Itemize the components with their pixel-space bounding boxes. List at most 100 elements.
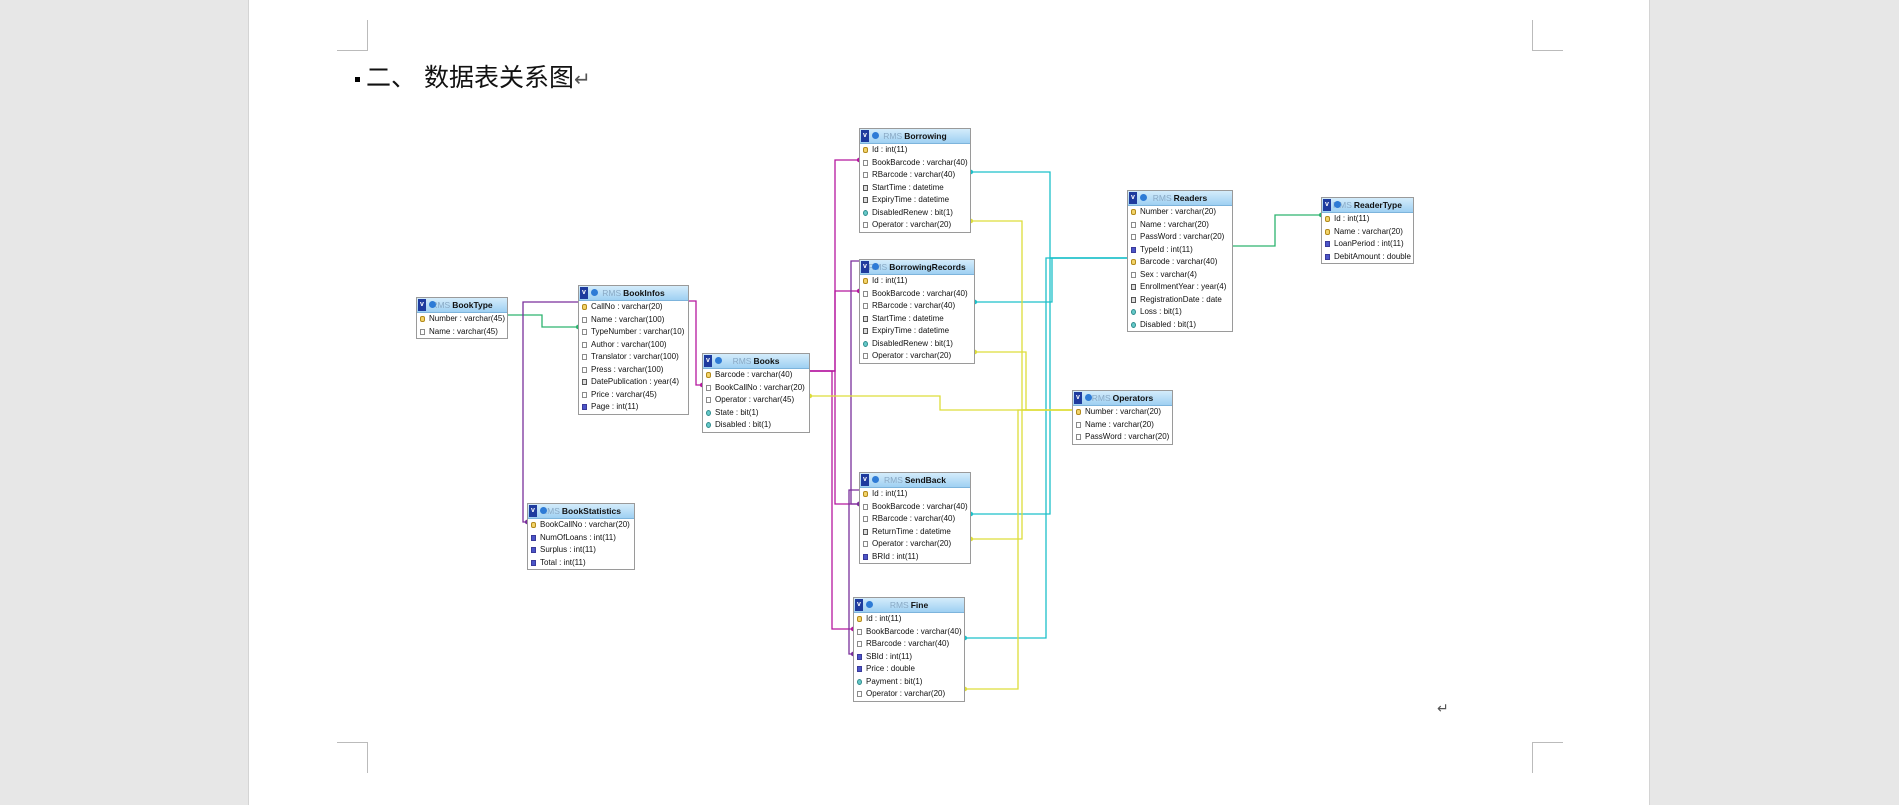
collapse-toggle-icon[interactable]: v <box>1129 192 1137 204</box>
table-field[interactable]: Author : varchar(100) <box>579 339 688 352</box>
table-field[interactable]: DatePublication : year(4) <box>579 376 688 389</box>
collapse-toggle-icon[interactable]: v <box>861 474 869 486</box>
table-field[interactable]: Id : int(11) <box>1322 213 1413 226</box>
collapse-toggle-icon[interactable]: v <box>704 355 712 367</box>
table-field[interactable]: Number : varchar(20) <box>1073 406 1172 419</box>
table-field[interactable]: Translator : varchar(100) <box>579 351 688 364</box>
table-field[interactable]: Surplus : int(11) <box>528 544 634 557</box>
table-field[interactable]: ExpiryTime : datetime <box>860 194 970 207</box>
table-field[interactable]: Disabled : bit(1) <box>703 419 809 432</box>
table-field[interactable]: ReturnTime : datetime <box>860 526 970 539</box>
table-field[interactable]: Name : varchar(20) <box>1073 419 1172 432</box>
table-field[interactable]: Id : int(11) <box>854 613 964 626</box>
table-field[interactable]: Name : varchar(100) <box>579 314 688 327</box>
table-field[interactable]: Sex : varchar(4) <box>1128 269 1232 282</box>
table-field[interactable]: Total : int(11) <box>528 557 634 570</box>
table-field[interactable]: NumOfLoans : int(11) <box>528 532 634 545</box>
collapse-toggle-icon[interactable]: v <box>861 130 869 142</box>
text-column-icon <box>582 354 587 361</box>
table-field[interactable]: Page : int(11) <box>579 401 688 414</box>
table-field[interactable]: Operator : varchar(20) <box>860 219 970 232</box>
table-field[interactable]: Loss : bit(1) <box>1128 306 1232 319</box>
table-field[interactable]: BookBarcode : varchar(40) <box>860 501 970 514</box>
collapse-toggle-icon[interactable]: v <box>580 287 588 299</box>
table-field[interactable]: BookCallNo : varchar(20) <box>528 519 634 532</box>
collapse-toggle-icon[interactable]: v <box>861 261 869 273</box>
table-field[interactable]: BookBarcode : varchar(40) <box>860 157 970 170</box>
table-field[interactable]: Press : varchar(100) <box>579 364 688 377</box>
table-field[interactable]: TypeNumber : varchar(10) <box>579 326 688 339</box>
table-field[interactable]: StartTime : datetime <box>860 313 974 326</box>
table-field[interactable]: BookBarcode : varchar(40) <box>854 626 964 639</box>
collapse-toggle-icon[interactable]: v <box>855 599 863 611</box>
table-field[interactable]: PassWord : varchar(20) <box>1073 431 1172 444</box>
table-field[interactable]: RegistrationDate : date <box>1128 294 1232 307</box>
table-field[interactable]: Barcode : varchar(40) <box>703 369 809 382</box>
table-field[interactable]: Barcode : varchar(40) <box>1128 256 1232 269</box>
table-field[interactable]: EnrollmentYear : year(4) <box>1128 281 1232 294</box>
table-field[interactable]: Payment : bit(1) <box>854 676 964 689</box>
section-heading[interactable]: 二、 数据表关系图↵ <box>355 58 591 94</box>
table-field[interactable]: Operator : varchar(20) <box>854 688 964 701</box>
table-field[interactable]: RBarcode : varchar(40) <box>860 513 970 526</box>
table-field[interactable]: BookCallNo : varchar(20) <box>703 382 809 395</box>
table-field[interactable]: Number : varchar(20) <box>1128 206 1232 219</box>
table-header[interactable]: vRMSBorrowingRecords <box>860 260 974 275</box>
table-field[interactable]: State : bit(1) <box>703 407 809 420</box>
table-field[interactable]: PassWord : varchar(20) <box>1128 231 1232 244</box>
table-field[interactable]: Price : varchar(45) <box>579 389 688 402</box>
table-field[interactable]: StartTime : datetime <box>860 182 970 195</box>
collapse-toggle-icon[interactable]: v <box>418 299 426 311</box>
table-field[interactable]: DisabledRenew : bit(1) <box>860 207 970 220</box>
table-field[interactable]: Disabled : bit(1) <box>1128 319 1232 332</box>
collapse-toggle-icon[interactable]: v <box>529 505 537 517</box>
table-field[interactable]: Operator : varchar(45) <box>703 394 809 407</box>
table-field[interactable]: Name : varchar(20) <box>1128 219 1232 232</box>
table-field[interactable]: Name : varchar(45) <box>417 326 507 339</box>
table-field[interactable]: BRId : int(11) <box>860 551 970 564</box>
table-field[interactable]: RBarcode : varchar(40) <box>860 169 970 182</box>
table-field[interactable]: BookBarcode : varchar(40) <box>860 288 974 301</box>
table-field[interactable]: DebitAmount : double <box>1322 251 1413 264</box>
table-field[interactable]: Id : int(11) <box>860 144 970 157</box>
table-field[interactable]: Id : int(11) <box>860 488 970 501</box>
table-field[interactable]: RBarcode : varchar(40) <box>860 300 974 313</box>
table-field[interactable]: Operator : varchar(20) <box>860 350 974 363</box>
table-borrowingrecords[interactable]: vRMSBorrowingRecordsId : int(11)BookBarc… <box>859 259 975 364</box>
collapse-toggle-icon[interactable]: v <box>1074 392 1082 404</box>
collapse-toggle-icon[interactable]: v <box>1323 199 1331 211</box>
table-field[interactable]: TypeId : int(11) <box>1128 244 1232 257</box>
table-field[interactable]: Price : double <box>854 663 964 676</box>
table-field[interactable]: SBId : int(11) <box>854 651 964 664</box>
date-column-icon <box>863 184 868 191</box>
table-field[interactable]: Number : varchar(45) <box>417 313 507 326</box>
table-field[interactable]: CallNo : varchar(20) <box>579 301 688 314</box>
table-field[interactable]: Name : varchar(20) <box>1322 226 1413 239</box>
table-field[interactable]: Operator : varchar(20) <box>860 538 970 551</box>
table-field[interactable]: DisabledRenew : bit(1) <box>860 338 974 351</box>
table-field[interactable]: ExpiryTime : datetime <box>860 325 974 338</box>
table-field[interactable]: Id : int(11) <box>860 275 974 288</box>
table-field[interactable]: LoanPeriod : int(11) <box>1322 238 1413 251</box>
table-field[interactable]: RBarcode : varchar(40) <box>854 638 964 651</box>
